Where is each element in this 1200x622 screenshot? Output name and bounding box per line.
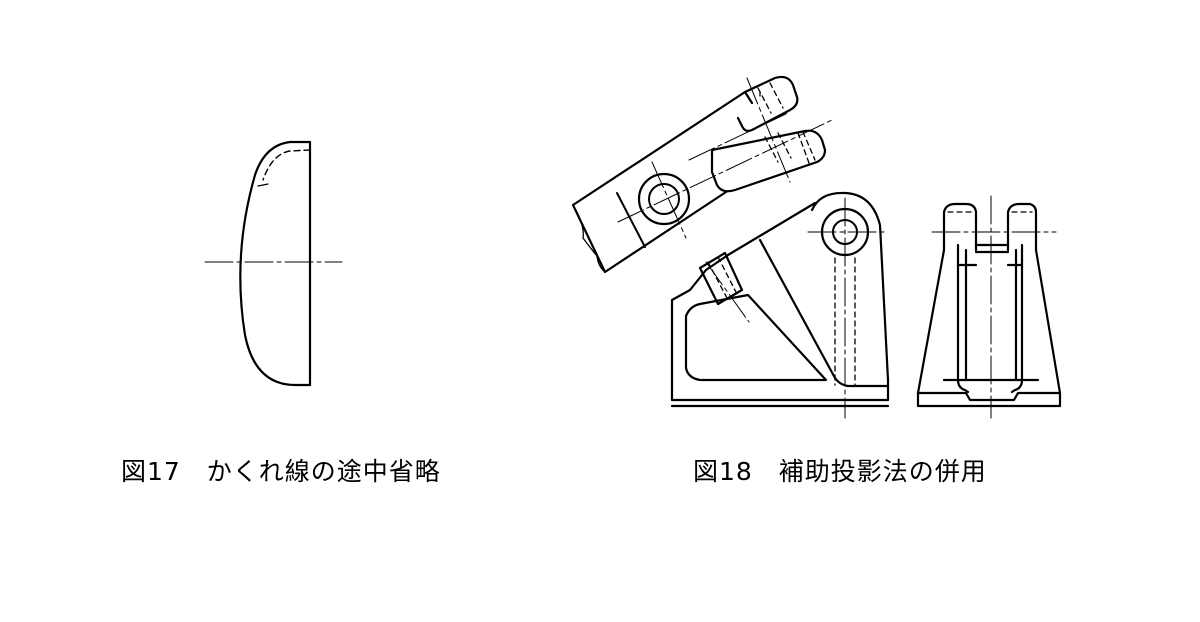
side-hidden-lines [947,211,1033,266]
front-hidden-lines [707,256,856,386]
side-left-ear [942,202,978,252]
aux-center-line-3 [746,77,791,183]
side-outline [916,248,1062,408]
aux-center-line-2 [651,161,687,239]
front-center-diag [705,261,750,323]
aux-lower-prong [710,129,827,193]
figure-18-drawing [571,75,1062,419]
aux-step-line [616,192,646,248]
figure-17-drawing [204,140,343,387]
side-base-slot [916,378,1062,402]
aux-center-line-4 [688,111,791,161]
front-boss [810,191,890,382]
fig18-front-view [670,191,890,419]
fig18-side-view [916,195,1062,419]
figure-18-caption: 図18 補助投影法の併用 [693,457,987,486]
aux-upper-prong [736,75,799,132]
aux-boss-inner [648,183,680,215]
side-inner-columns [956,243,1024,394]
front-arm-boss [698,251,744,306]
fig17-outline [239,140,312,387]
aux-arm-outline [571,90,754,274]
aux-center-line-1 [617,119,833,223]
front-web-opening [684,293,828,382]
figure-17-caption: 図17 かくれ線の途中省略 [121,457,441,486]
fig17-hidden-line [262,149,311,181]
aux-boss-outer [637,172,691,226]
fig17-break-mark [257,183,269,187]
aux-break-line [572,204,606,273]
front-arm [726,201,890,388]
side-right-ear [1006,202,1038,252]
aux-hidden-lines [757,82,816,164]
fig18-auxiliary-view [571,75,833,274]
